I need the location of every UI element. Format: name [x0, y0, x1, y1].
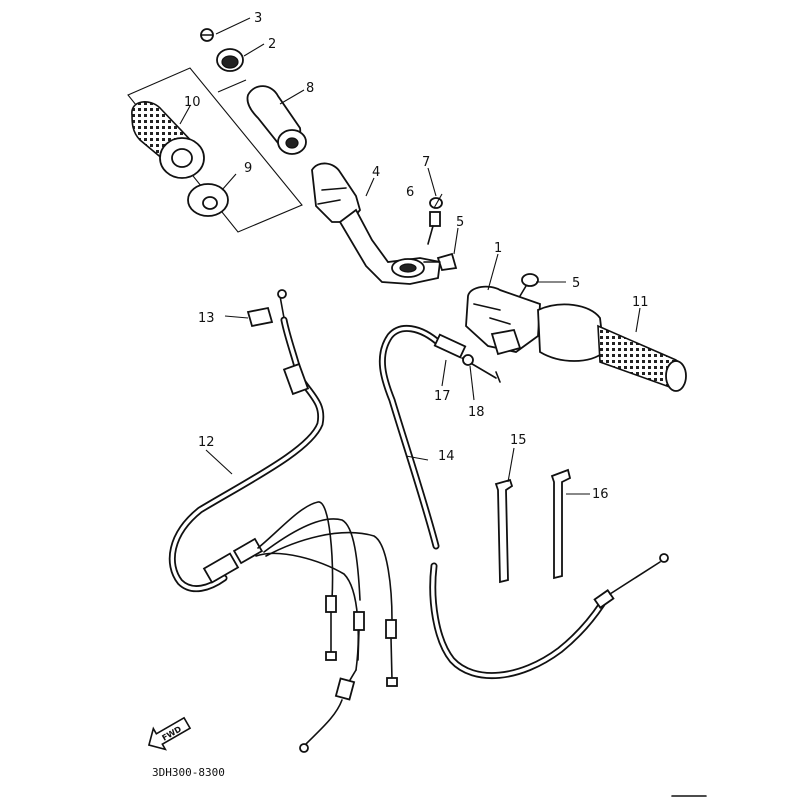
bolt-part-5b	[521, 273, 539, 287]
leader-lines	[179, 17, 641, 495]
part-label-12: 12	[198, 435, 215, 450]
left-grip-assembly	[127, 28, 307, 233]
part-label-15: 15	[510, 433, 527, 448]
cable-bands	[494, 468, 572, 584]
fwd-arrow-icon: FWD	[147, 716, 192, 751]
screws-group	[423, 197, 458, 271]
part-label-7: 7	[422, 155, 430, 170]
diagram-code: 3DH300-8300	[152, 766, 225, 779]
throttle-cable-bundle	[202, 501, 398, 753]
part-label-1: 1	[494, 241, 502, 256]
part-label-3: 3	[254, 11, 262, 26]
part-label-11: 11	[632, 295, 649, 310]
band-part-15	[494, 478, 514, 584]
part-label-18: 18	[468, 405, 485, 420]
clip-part-18	[462, 354, 474, 366]
part-label-4: 4	[372, 165, 380, 180]
bolt-part-5a	[436, 252, 458, 271]
screw-part-7	[429, 197, 443, 209]
part-label-13: 13	[198, 311, 215, 326]
adjuster-part-17	[433, 333, 467, 359]
part-label-9: 9	[244, 161, 252, 176]
cable-junction	[202, 552, 240, 584]
part-label-16: 16	[592, 487, 609, 502]
part-labels: 3 2 10 9 8 4 7 6 5 5 1 11 13 12 14 15 16…	[184, 11, 649, 502]
clip-part-13	[246, 306, 274, 328]
clutch-cable-part-12	[168, 289, 325, 593]
part-label-5b: 5	[572, 276, 580, 291]
part-label-8: 8	[306, 81, 314, 96]
part-label-10: 10	[184, 95, 201, 110]
adjuster	[282, 362, 310, 396]
throttle-assembly	[465, 273, 687, 392]
screw-part-6	[429, 211, 441, 227]
part-label-5a: 5	[456, 215, 464, 230]
part-label-14: 14	[438, 449, 455, 464]
part-label-17: 17	[434, 389, 451, 404]
throttle-cable-part-14	[378, 325, 669, 680]
part-label-2: 2	[268, 37, 276, 52]
band-part-16	[550, 468, 572, 580]
part-label-6: 6	[406, 185, 414, 200]
housing-part-4	[311, 162, 441, 285]
